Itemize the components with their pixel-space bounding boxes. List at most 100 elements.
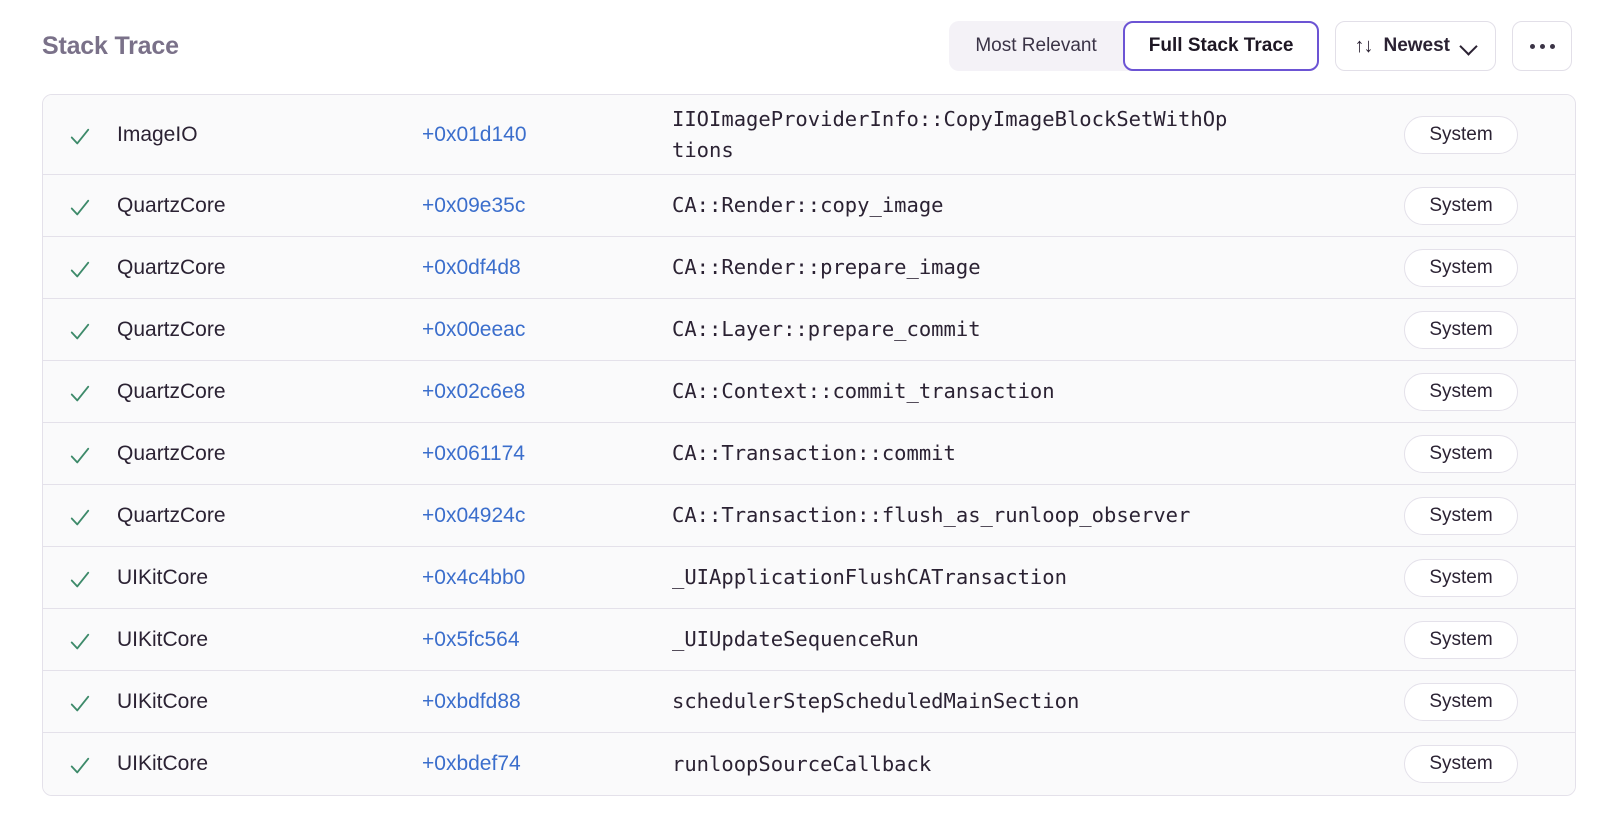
frame-status <box>43 679 117 724</box>
chevron-down-icon <box>1461 38 1477 54</box>
table-row[interactable]: ImageIO +0x01d140 IIOImageProviderInfo::… <box>43 95 1575 175</box>
status-badge: System <box>1404 248 1518 287</box>
frame-offset[interactable]: +0x061174 <box>422 441 525 465</box>
status-badge: System <box>1404 310 1518 349</box>
sort-button[interactable]: ↑↓ Newest <box>1335 21 1496 71</box>
table-row[interactable]: QuartzCore +0x00eeac CA::Layer::prepare_… <box>43 299 1575 361</box>
table-row[interactable]: QuartzCore +0x061174 CA::Transaction::co… <box>43 423 1575 485</box>
frame-badge-cell: System <box>1404 434 1564 473</box>
frame-status <box>43 741 117 787</box>
check-icon <box>70 757 90 774</box>
frame-offset[interactable]: +0x02c6e8 <box>422 379 526 403</box>
check-icon <box>70 385 90 401</box>
frame-status <box>43 493 117 538</box>
frame-function: CA::Render::copy_image <box>672 193 944 217</box>
table-row[interactable]: UIKitCore +0x4c4bb0 _UIApplicationFlushC… <box>43 547 1575 609</box>
frame-function: schedulerStepScheduledMainSection <box>672 689 1080 713</box>
frame-module: QuartzCore <box>117 379 226 403</box>
check-icon <box>70 128 90 144</box>
tab-full-stack-trace[interactable]: Full Stack Trace <box>1122 21 1320 71</box>
frame-function: CA::Transaction::flush_as_runloop_observ… <box>672 503 1191 527</box>
status-badge: System <box>1404 115 1518 154</box>
frame-offset[interactable]: +0x04924c <box>422 503 526 527</box>
ellipsis-icon <box>1529 43 1555 49</box>
frame-module: QuartzCore <box>117 193 226 217</box>
frame-module: UIKitCore <box>117 752 209 775</box>
frame-badge-cell: System <box>1404 372 1564 411</box>
frame-status <box>43 183 117 228</box>
frame-badge-cell: System <box>1404 496 1564 535</box>
check-icon <box>70 695 90 711</box>
check-icon <box>70 447 90 463</box>
frame-offset[interactable]: +0x4c4bb0 <box>422 565 526 589</box>
table-row[interactable]: QuartzCore +0x09e35c CA::Render::copy_im… <box>43 175 1575 237</box>
header-controls: Most Relevant Full Stack Trace ↑↓ Newest <box>949 21 1572 71</box>
frame-module: QuartzCore <box>117 503 226 527</box>
table-row[interactable]: QuartzCore +0x0df4d8 CA::Render::prepare… <box>43 237 1575 299</box>
table-row[interactable]: UIKitCore +0xbdef74 runloopSourceCallbac… <box>43 733 1575 795</box>
frame-offset[interactable]: +0xbdef74 <box>422 752 521 775</box>
table-row[interactable]: UIKitCore +0x5fc564 _UIUpdateSequenceRun… <box>43 609 1575 671</box>
check-icon <box>70 509 90 525</box>
frame-module: QuartzCore <box>117 441 226 465</box>
frame-offset[interactable]: +0x5fc564 <box>422 627 520 651</box>
frame-module: UIKitCore <box>117 689 209 713</box>
frame-function: CA::Layer::prepare_commit <box>672 317 981 341</box>
frame-offset[interactable]: +0x00eeac <box>422 317 526 341</box>
frame-offset[interactable]: +0x01d140 <box>422 122 527 146</box>
more-options-button[interactable] <box>1512 21 1572 71</box>
frame-function: CA::Render::prepare_image <box>672 255 981 279</box>
sort-arrows-icon: ↑↓ <box>1354 35 1373 57</box>
frame-module: QuartzCore <box>117 255 226 279</box>
table-row[interactable]: UIKitCore +0xbdfd88 schedulerStepSchedul… <box>43 671 1575 733</box>
frame-function: _UIUpdateSequenceRun <box>672 627 919 651</box>
status-badge: System <box>1404 558 1518 597</box>
frame-badge-cell: System <box>1404 745 1564 783</box>
status-badge: System <box>1404 745 1518 783</box>
frame-badge-cell: System <box>1404 558 1564 597</box>
frame-badge-cell: System <box>1404 682 1564 721</box>
panel-header: Stack Trace Most Relevant Full Stack Tra… <box>0 0 1614 92</box>
frame-status <box>43 369 117 414</box>
frame-function: runloopSourceCallback <box>672 751 932 776</box>
tab-most-relevant[interactable]: Most Relevant <box>949 21 1122 71</box>
status-badge: System <box>1404 372 1518 411</box>
frame-offset[interactable]: +0x0df4d8 <box>422 255 521 279</box>
frame-offset[interactable]: +0x09e35c <box>422 193 526 217</box>
status-badge: System <box>1404 496 1518 535</box>
frame-badge-cell: System <box>1404 620 1564 659</box>
frame-badge-cell: System <box>1404 310 1564 349</box>
frame-status <box>43 617 117 662</box>
frame-module: ImageIO <box>117 122 198 146</box>
frame-status <box>43 245 117 290</box>
frame-function: IIOImageProviderInfo::CopyImageBlockSetW… <box>672 106 1228 162</box>
stack-frame-list: ImageIO +0x01d140 IIOImageProviderInfo::… <box>42 94 1576 796</box>
check-icon <box>70 633 90 649</box>
frame-function: CA::Transaction::commit <box>672 441 956 465</box>
frame-module: UIKitCore <box>117 565 209 589</box>
frame-module: QuartzCore <box>117 317 226 341</box>
frame-status <box>43 307 117 352</box>
frame-status <box>43 555 117 600</box>
page-title: Stack Trace <box>42 31 179 60</box>
table-row[interactable]: QuartzCore +0x04924c CA::Transaction::fl… <box>43 485 1575 547</box>
view-mode-segmented-control[interactable]: Most Relevant Full Stack Trace <box>949 21 1320 71</box>
status-badge: System <box>1404 434 1518 473</box>
frame-badge-cell: System <box>1404 115 1564 154</box>
frame-function: _UIApplicationFlushCATransaction <box>672 565 1067 589</box>
check-icon <box>70 323 90 339</box>
status-badge: System <box>1404 620 1518 659</box>
check-icon <box>70 571 90 587</box>
status-badge: System <box>1404 682 1518 721</box>
table-row[interactable]: QuartzCore +0x02c6e8 CA::Context::commit… <box>43 361 1575 423</box>
frame-badge-cell: System <box>1404 248 1564 287</box>
status-badge: System <box>1404 186 1518 225</box>
sort-button-label: Newest <box>1383 35 1450 56</box>
frame-offset[interactable]: +0xbdfd88 <box>422 689 521 713</box>
check-icon <box>70 261 90 277</box>
check-icon <box>70 199 90 215</box>
frame-status <box>43 431 117 476</box>
frame-badge-cell: System <box>1404 186 1564 225</box>
frame-status <box>43 103 117 166</box>
